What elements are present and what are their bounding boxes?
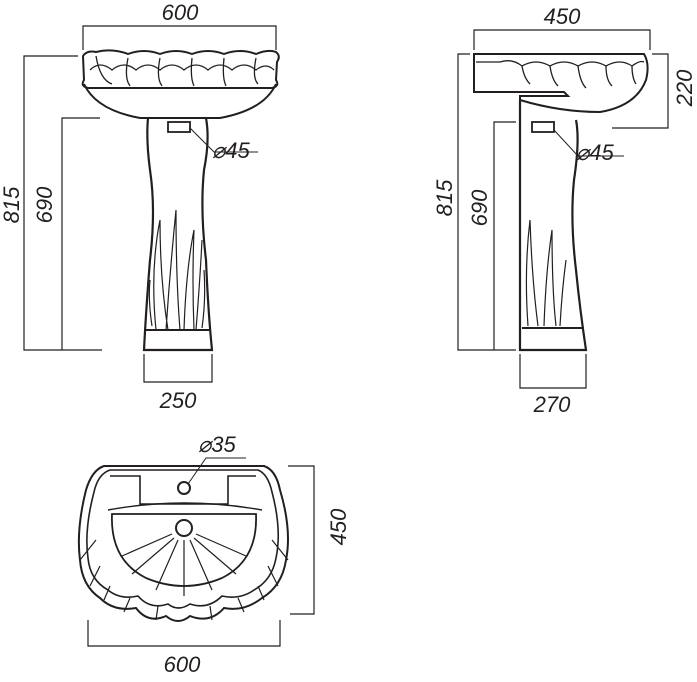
side-base-dimension-line <box>519 354 587 389</box>
front-overflow-slot <box>167 121 191 133</box>
top-tap-deck <box>110 475 256 505</box>
top-inner-outline <box>86 469 280 609</box>
front-width-label: 600 <box>162 0 199 25</box>
front-leaf-ornament <box>148 209 206 331</box>
front-view: 600 815 690 ⌀45 250 <box>0 0 280 413</box>
side-total-height-dimension-line <box>457 53 516 351</box>
side-basin-scallops <box>476 60 645 89</box>
side-view: 450 220 815 690 ⌀45 270 <box>432 4 697 417</box>
top-drain-hole <box>175 519 193 537</box>
side-leaf-ornament <box>525 219 567 327</box>
side-bowl-floor-label: 690 <box>467 189 492 226</box>
top-width-label: 600 <box>164 652 201 677</box>
top-depth-label: 450 <box>326 508 351 545</box>
side-basin <box>473 53 649 114</box>
top-tap-hole <box>177 481 191 495</box>
side-depth-label: 450 <box>544 4 581 29</box>
front-width-dimension-line <box>82 25 277 50</box>
side-drain-label: ⌀45 <box>576 140 614 165</box>
front-drain-label: ⌀45 <box>212 138 250 163</box>
front-total-height-dimension-line <box>23 55 102 351</box>
top-tap-hole-label: ⌀35 <box>198 432 236 457</box>
top-bowl <box>111 513 257 587</box>
side-bowl-height-dimension-line <box>612 53 669 129</box>
front-base-dimension-line <box>143 354 213 383</box>
front-bowl-height-label: 690 <box>32 186 57 223</box>
top-shell-rays <box>79 533 289 621</box>
top-view: ⌀35 450 600 <box>77 432 351 677</box>
side-drain-leader <box>553 129 624 157</box>
side-depth-dimension-line <box>473 29 651 50</box>
top-outer-outline <box>77 465 289 622</box>
top-depth-dimension-line <box>288 465 315 615</box>
front-total-height-label: 815 <box>0 186 24 223</box>
side-base-label: 270 <box>533 392 571 417</box>
front-base-label: 250 <box>159 388 197 413</box>
side-total-height-label: 815 <box>432 179 457 216</box>
top-deck-edge <box>107 502 263 511</box>
side-overflow-slot <box>531 121 555 133</box>
side-bowl-height-label: 220 <box>672 69 697 107</box>
side-pedestal <box>518 100 588 352</box>
top-tap-leader <box>187 457 246 485</box>
front-drain-leader <box>189 127 258 153</box>
top-width-dimension-line <box>87 620 281 647</box>
front-basin-rim <box>81 49 280 89</box>
side-bowl-floor-dimension-line <box>493 121 516 350</box>
front-bowl-underside <box>83 83 277 119</box>
front-basin-scallops <box>89 55 275 87</box>
front-pedestal <box>142 117 214 352</box>
front-bowl-height-dimension-line <box>61 117 100 350</box>
